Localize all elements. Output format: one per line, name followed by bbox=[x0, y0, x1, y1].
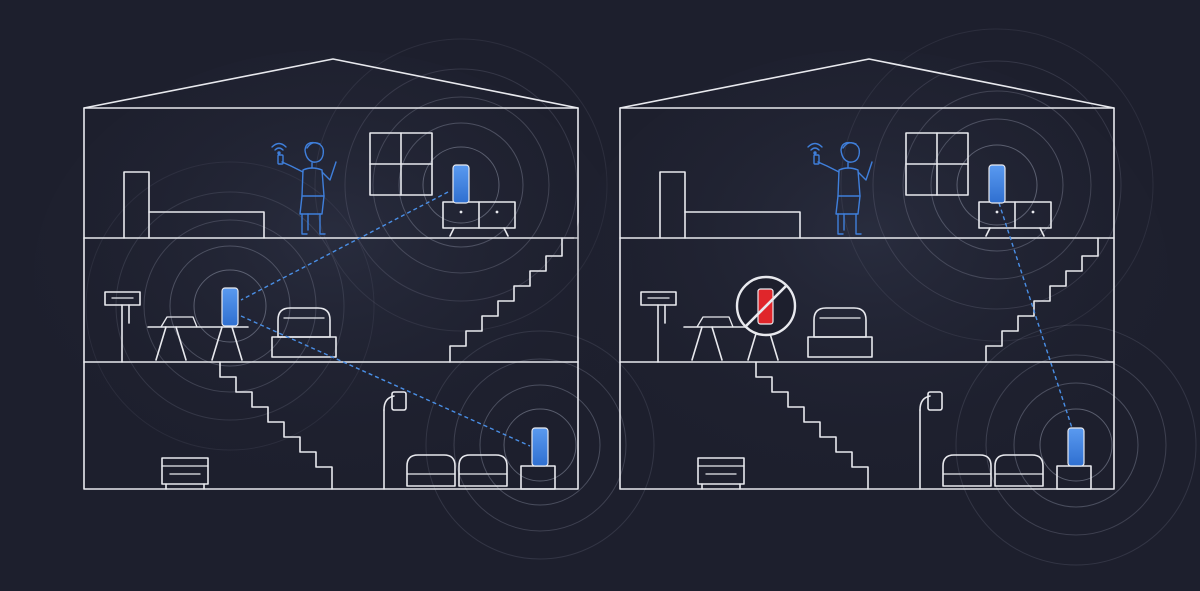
signal-rings-downstairs bbox=[955, 324, 1197, 566]
house-left bbox=[33, 38, 655, 560]
signal-rings-downstairs bbox=[425, 330, 655, 560]
mesh-link-upstairs-middle bbox=[240, 191, 449, 301]
house-right bbox=[569, 28, 1197, 566]
signal-rings-upstairs bbox=[840, 28, 1154, 342]
mesh-link-middle-downstairs bbox=[240, 315, 531, 447]
ambient-glow bbox=[33, 50, 633, 510]
signal-rings-upstairs bbox=[314, 38, 608, 332]
prohibited-node-icon bbox=[735, 275, 797, 337]
ambient-glow bbox=[569, 50, 1169, 510]
mesh-link-upstairs-downstairs bbox=[998, 202, 1073, 429]
person-with-phone-icon bbox=[277, 141, 337, 235]
wifi-signal-icon bbox=[271, 142, 287, 155]
mesh-node-upstairs bbox=[988, 164, 1006, 204]
mesh-node-downstairs bbox=[531, 427, 549, 467]
person-with-phone-icon bbox=[813, 141, 873, 235]
wifi-signal-icon bbox=[807, 142, 823, 155]
mesh-node-upstairs bbox=[452, 164, 470, 204]
signal-rings-middle bbox=[85, 161, 375, 451]
mesh-node-downstairs bbox=[1067, 427, 1085, 467]
mesh-node-middle bbox=[221, 287, 239, 327]
